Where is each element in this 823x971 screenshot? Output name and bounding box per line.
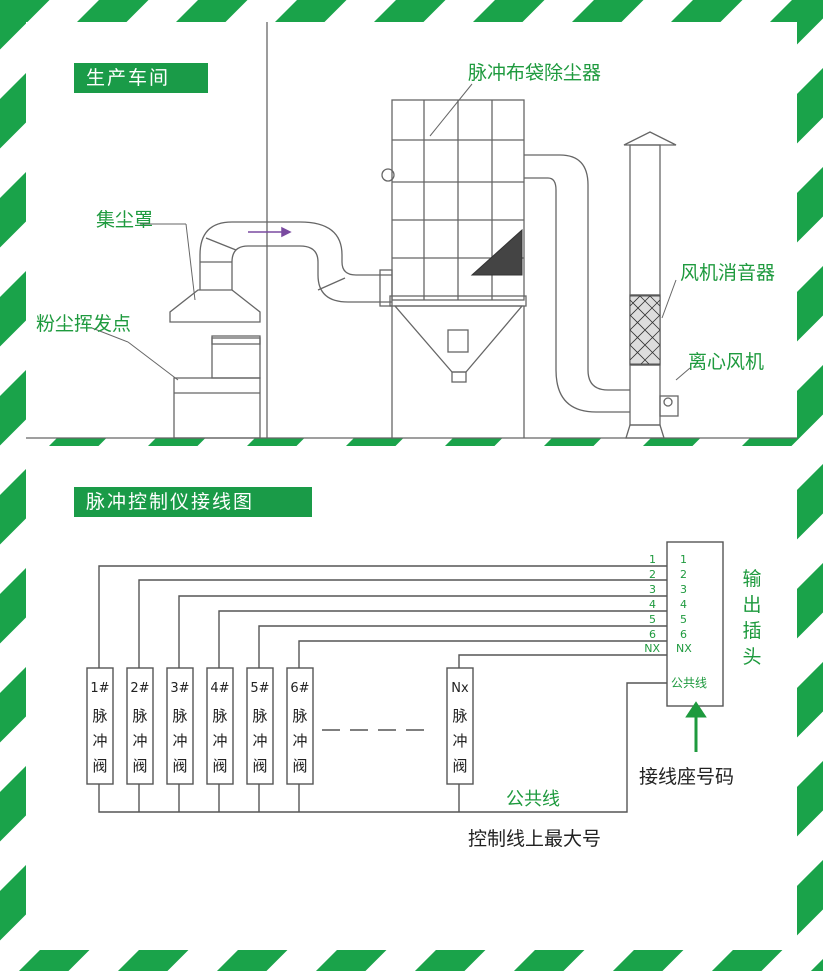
dust-hood bbox=[169, 289, 261, 323]
valve-box bbox=[166, 667, 194, 785]
valve-id: 2# bbox=[130, 681, 149, 696]
output-plug-char: 头 bbox=[742, 646, 761, 668]
wire-nx bbox=[458, 654, 667, 668]
common-pin-label: 公共线 bbox=[671, 676, 707, 690]
valve-char: 阀 bbox=[252, 757, 267, 775]
valve-char: 脉 bbox=[212, 707, 227, 725]
valve-char: 阀 bbox=[292, 757, 307, 775]
wire-label: 2 bbox=[649, 568, 656, 581]
wire-label: NX bbox=[644, 642, 660, 655]
airflow-arrow-icon bbox=[248, 226, 292, 238]
valve-char: 阀 bbox=[452, 757, 467, 775]
valve-id: 6# bbox=[290, 681, 309, 696]
label-dust-point: 粉尘挥发点 bbox=[36, 313, 131, 335]
valve-box bbox=[126, 667, 154, 785]
valve-char: 脉 bbox=[292, 707, 307, 725]
pin-label: 3 bbox=[680, 583, 687, 596]
section-title-wiring: 脉冲控制仪接线图 bbox=[74, 487, 312, 517]
valve-char: 脉 bbox=[172, 707, 187, 725]
valve-box bbox=[206, 667, 234, 785]
wire-label: 4 bbox=[649, 598, 656, 611]
valve-char: 冲 bbox=[212, 732, 227, 750]
wire-6 bbox=[298, 640, 667, 668]
valve-char: 阀 bbox=[172, 757, 187, 775]
valve-char: 冲 bbox=[172, 732, 187, 750]
valve-id: Nx bbox=[451, 681, 469, 696]
centrifugal-fan bbox=[659, 395, 679, 417]
valve-char: 冲 bbox=[132, 732, 147, 750]
output-plug-char: 插 bbox=[742, 620, 761, 642]
wiring-panel bbox=[26, 446, 797, 950]
production-diagram: 脉冲布袋除尘器 集尘罩 粉尘挥发点 风机消音器 离心风机 bbox=[26, 22, 797, 439]
valve-char: 冲 bbox=[452, 732, 467, 750]
valve-box bbox=[246, 667, 274, 785]
duct bbox=[199, 221, 393, 307]
valve-char: 阀 bbox=[212, 757, 227, 775]
pin-label: 2 bbox=[680, 568, 687, 581]
output-plug-char: 输 bbox=[742, 568, 761, 590]
socket-number-label: 接线座号码 bbox=[639, 766, 734, 788]
silencer-mesh bbox=[629, 295, 661, 365]
wiring-diagram: 1# 脉 冲 阀 2# 脉 冲 阀 3# 脉 冲 阀 4# 脉 冲 阀 5# 脉… bbox=[86, 541, 762, 850]
wire-3 bbox=[178, 595, 667, 668]
common-wire bbox=[98, 682, 667, 813]
valve-box bbox=[446, 667, 474, 785]
wire-4 bbox=[218, 610, 667, 668]
wire-5 bbox=[258, 625, 667, 668]
wire-label: 6 bbox=[649, 628, 656, 641]
valve-id: 4# bbox=[210, 681, 229, 696]
valve-char: 冲 bbox=[252, 732, 267, 750]
wire-2 bbox=[138, 579, 667, 668]
valve-char: 脉 bbox=[92, 707, 107, 725]
label-silencer: 风机消音器 bbox=[680, 262, 775, 284]
valve-box bbox=[286, 667, 314, 785]
valve-char: 冲 bbox=[92, 732, 107, 750]
pin-label: 4 bbox=[680, 598, 687, 611]
label-centrifugal-fan: 离心风机 bbox=[688, 351, 764, 373]
valve-char: 阀 bbox=[132, 757, 147, 775]
wire-label: 5 bbox=[649, 613, 656, 626]
valve-char: 脉 bbox=[452, 707, 467, 725]
valve-id: 1# bbox=[90, 681, 109, 696]
pin-label: 6 bbox=[680, 628, 687, 641]
pin-label: NX bbox=[676, 642, 692, 655]
output-plug-char: 出 bbox=[742, 594, 761, 616]
section-title-production: 生产车间 bbox=[74, 63, 208, 93]
wire-1 bbox=[98, 565, 667, 668]
valve-id: 3# bbox=[170, 681, 189, 696]
up-arrow-icon bbox=[685, 701, 707, 752]
wire-label: 3 bbox=[649, 583, 656, 596]
pin-label: 1 bbox=[680, 553, 687, 566]
chimney bbox=[623, 131, 677, 439]
pin-label: 5 bbox=[680, 613, 687, 626]
valve-char: 冲 bbox=[292, 732, 307, 750]
dust-emission-machine bbox=[173, 335, 261, 439]
valve-char: 脉 bbox=[252, 707, 267, 725]
wire-label: 1 bbox=[649, 553, 656, 566]
label-bag-filter: 脉冲布袋除尘器 bbox=[468, 62, 601, 84]
valve-id: 5# bbox=[250, 681, 269, 696]
common-line-label: 公共线 bbox=[506, 789, 560, 810]
label-dust-hood: 集尘罩 bbox=[96, 209, 153, 231]
filter-bags-hatching bbox=[470, 228, 523, 276]
valve-box bbox=[86, 667, 114, 785]
valve-char: 阀 bbox=[92, 757, 107, 775]
max-number-label: 控制线上最大号 bbox=[468, 828, 601, 850]
outlet-duct bbox=[524, 154, 630, 413]
valve-char: 脉 bbox=[132, 707, 147, 725]
